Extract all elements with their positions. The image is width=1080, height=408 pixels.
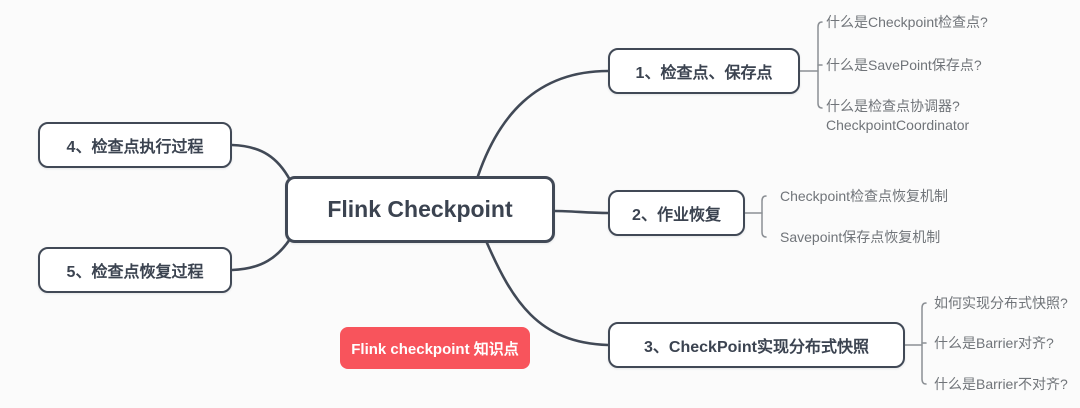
- leaf-what-is-checkpoint[interactable]: 什么是Checkpoint检查点?: [826, 14, 988, 30]
- bracket-branch2-spine: [761, 195, 767, 238]
- leaf-checkpoint-recovery-mechanism[interactable]: Checkpoint检查点恢复机制: [780, 188, 949, 204]
- branch-node-checkpoint-execution-process[interactable]: 4、检查点执行过程: [38, 122, 232, 168]
- connector-root-to-branch2: [553, 209, 610, 215]
- connector-root-to-branch3: [485, 241, 610, 347]
- leaf-savepoint-recovery-mechanism[interactable]: Savepoint保存点恢复机制: [780, 229, 941, 245]
- connector-root-to-branch4: [230, 143, 292, 182]
- leaf-what-is-savepoint[interactable]: 什么是SavePoint保存点?: [826, 57, 982, 73]
- root-node-flink-checkpoint[interactable]: Flink Checkpoint: [285, 176, 555, 243]
- connector-root-to-branch5: [230, 237, 292, 272]
- leaf-how-distributed-snapshot[interactable]: 如何实现分布式快照?: [934, 295, 1068, 311]
- branch-node-checkpoint-savepoint[interactable]: 1、检查点、保存点: [608, 48, 800, 94]
- branch-node-job-recovery[interactable]: 2、作业恢复: [608, 190, 745, 236]
- leaf-line-1: 什么是检查点协调器?: [826, 98, 960, 114]
- leaf-what-is-barrier-unalignment[interactable]: 什么是Barrier不对齐?: [934, 376, 1068, 392]
- branch-node-checkpoint-recovery-process[interactable]: 5、检查点恢复过程: [38, 247, 232, 293]
- topic-badge-flink-checkpoint-knowledge[interactable]: Flink checkpoint 知识点: [340, 327, 530, 369]
- leaf-what-is-checkpoint-coordinator[interactable]: 什么是检查点协调器? CheckpointCoordinator: [826, 97, 969, 135]
- connector-root-to-branch1: [476, 69, 610, 178]
- branch-node-checkpoint-distributed-snapshot[interactable]: 3、CheckPoint实现分布式快照: [608, 322, 905, 368]
- leaf-line-2: CheckpointCoordinator: [826, 117, 970, 133]
- leaf-what-is-barrier-alignment[interactable]: 什么是Barrier对齐?: [934, 335, 1054, 351]
